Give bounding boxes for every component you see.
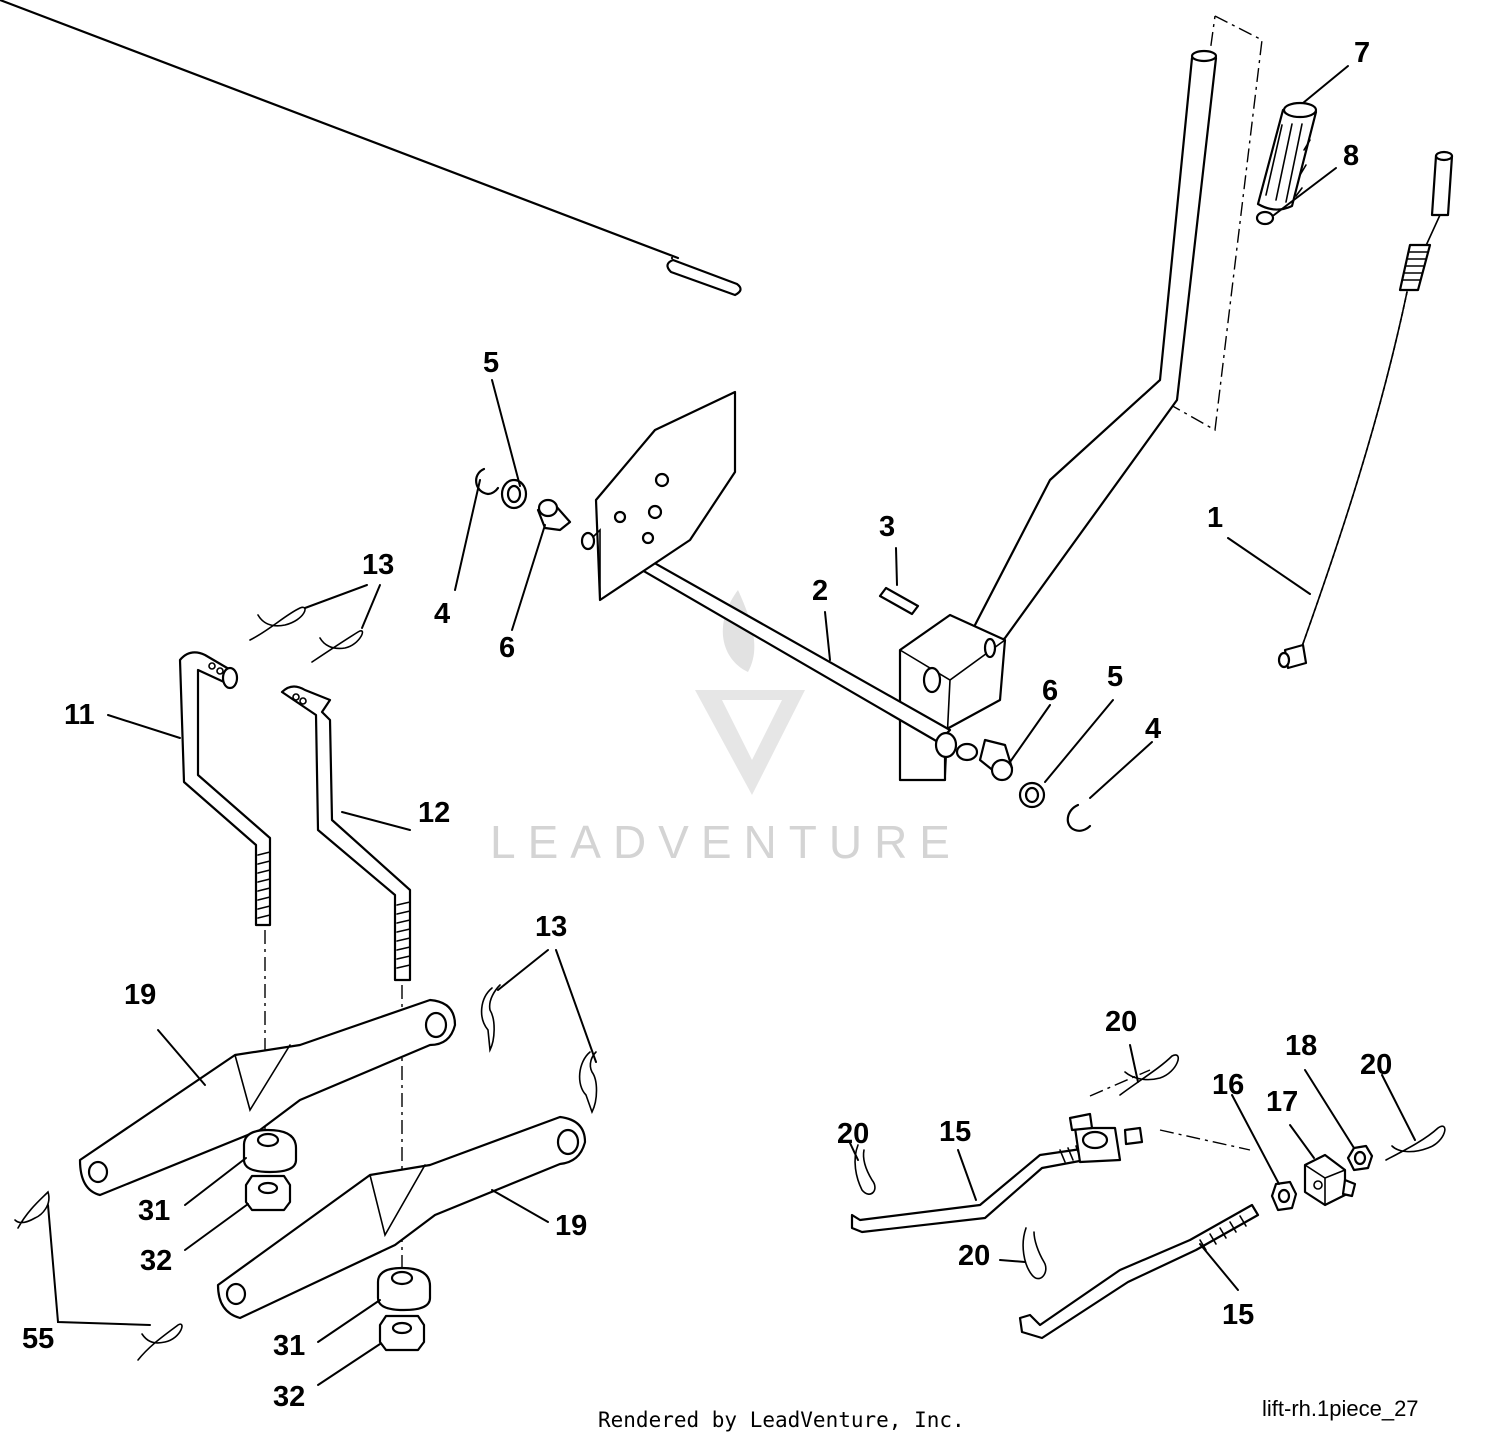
callout-19-lower: 19: [555, 1210, 587, 1242]
callout-17: 17: [1266, 1086, 1298, 1118]
grip-nut: [1255, 210, 1275, 226]
lift-arm-upper: [78, 998, 457, 1197]
callout-1: 1: [1207, 502, 1223, 534]
callout-20-c: 20: [958, 1240, 990, 1272]
adjusting-rod-upper: [850, 1112, 1144, 1234]
callout-6-left: 6: [499, 632, 515, 664]
callout-13-upper: 13: [362, 549, 394, 581]
callout-15-lower: 15: [1222, 1299, 1254, 1331]
callout-16: 16: [1212, 1069, 1244, 1101]
callout-20-a: 20: [1105, 1006, 1137, 1038]
left-retaining-hardware: [475, 467, 572, 532]
callout-3: 3: [879, 511, 895, 543]
right-retaining-hardware: [978, 738, 1092, 832]
lift-link-11: [178, 651, 272, 927]
mounting-plate: [0, 0, 742, 602]
hairpin-clips-55: [14, 1190, 183, 1361]
lift-shaft-handle: [614, 49, 1218, 782]
callout-4-left: 4: [434, 598, 450, 630]
callout-5-left: 5: [483, 347, 499, 379]
callout-5-right: 5: [1107, 661, 1123, 693]
lift-cable: [1277, 150, 1454, 670]
centre-lines: [264, 930, 1251, 1290]
callout-2: 2: [812, 575, 828, 607]
watermark-text: LEADVENTURE: [490, 816, 962, 868]
callout-31-lower: 31: [273, 1330, 305, 1362]
spacer-nut-upper: [242, 1128, 298, 1212]
footer-credit: Rendered by LeadVenture, Inc.: [598, 1408, 965, 1432]
callout-31-upper: 31: [138, 1195, 170, 1227]
spacer-nut-lower: [376, 1266, 432, 1352]
callout-18: 18: [1285, 1030, 1317, 1062]
trunnion-block-17: [1303, 1153, 1357, 1207]
hairpin-clips-right: [480, 984, 598, 1115]
callout-55: 55: [22, 1323, 54, 1355]
callout-4-right: 4: [1145, 713, 1161, 745]
watermark: LEADVENTURE: [490, 590, 962, 868]
callout-15-upper: 15: [939, 1116, 971, 1148]
callout-13-right: 13: [535, 911, 567, 943]
callout-32-lower: 32: [273, 1381, 305, 1413]
callout-7: 7: [1354, 37, 1370, 69]
callout-20-d: 20: [1360, 1049, 1392, 1081]
hairpin-clips-upper: [249, 606, 364, 663]
hairpin-clips-20: [854, 1054, 1446, 1280]
jam-nut-16: [1270, 1180, 1298, 1212]
leader-lines: [47, 65, 1416, 1386]
callout-32-upper: 32: [140, 1245, 172, 1277]
callout-8: 8: [1343, 140, 1359, 172]
hand-grip: [1256, 101, 1318, 211]
callout-11: 11: [64, 699, 95, 731]
adjusting-rod-lower: [1018, 1203, 1260, 1340]
callout-12: 12: [418, 797, 450, 829]
callout-6-right: 6: [1042, 675, 1058, 707]
callout-19-upper: 19: [124, 979, 156, 1011]
roll-pin: [878, 586, 920, 616]
drawing-reference: lift-rh.1piece_27: [1262, 1396, 1419, 1421]
callout-20-b: 20: [837, 1118, 869, 1150]
nut-18: [1346, 1144, 1374, 1172]
callout-labels: 1 2 3 4 4 5 5 6 6 7 8 11 12 13 13 15 15 …: [22, 37, 1392, 1413]
lift-arm-lower: [216, 1115, 587, 1320]
lift-link-12: [280, 685, 412, 982]
grip-phantom-outline: [1161, 15, 1263, 432]
